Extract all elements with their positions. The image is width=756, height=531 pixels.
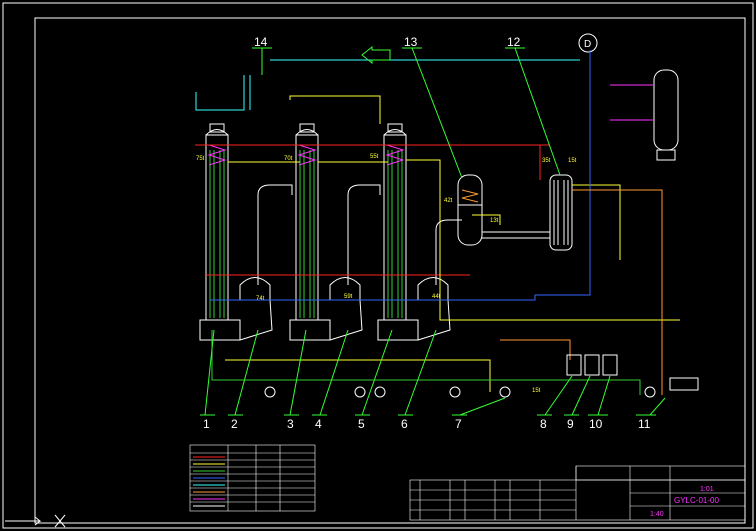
callout-10: 10 <box>589 417 603 431</box>
drawing-scale: 1:40 <box>650 511 664 518</box>
right-tank <box>653 69 679 161</box>
inner-frame <box>34 17 746 524</box>
callout-8: 8 <box>540 417 547 431</box>
temp-condenser-left: 35t <box>542 158 551 164</box>
vacuum-vessel <box>578 33 598 53</box>
temp-sep3: 44t <box>432 294 441 300</box>
orange-lines <box>500 189 663 395</box>
water-lines <box>211 330 641 395</box>
base-point-marker <box>5 514 66 528</box>
pumps <box>264 377 699 398</box>
temp-bottom-line: 15t <box>532 388 541 394</box>
callout-14: 14 <box>254 35 268 49</box>
drawing-number: GYLC-01-00 <box>674 496 719 505</box>
temp-evap3: 55t <box>370 154 379 160</box>
callout-11: 11 <box>638 417 651 431</box>
temp-evap1: 75t <box>196 156 205 162</box>
callout-numbers: 1 2 3 4 5 6 7 8 9 10 11 12 13 14 <box>203 35 651 431</box>
temp-preheater-out: 13t <box>490 218 499 224</box>
evaporator-1-tubes <box>209 150 225 318</box>
callout-13: 13 <box>404 35 418 49</box>
temp-sep2: 59t <box>344 294 353 300</box>
callout-5: 5 <box>358 417 365 431</box>
evaporator-1-coil <box>207 144 227 166</box>
callout-leaders <box>200 47 666 416</box>
separator-3 <box>417 219 462 341</box>
condenser <box>549 174 573 251</box>
callout-9: 9 <box>567 417 574 431</box>
vapor-lines <box>225 95 680 392</box>
callout-1: 1 <box>203 417 210 431</box>
callout-7: 7 <box>455 417 462 431</box>
preheater <box>457 174 550 246</box>
vacuum-lines <box>210 50 591 301</box>
evaporator-2-tubes <box>299 150 315 318</box>
temp-evap2: 70t <box>284 156 293 162</box>
drawing-mass: 1:01 <box>700 486 714 493</box>
callout-12: 12 <box>507 35 521 49</box>
temp-preheater: 42t <box>444 198 453 204</box>
preheater-coil <box>461 189 479 203</box>
separator-1 <box>239 184 293 341</box>
evaporator-1 <box>199 123 241 341</box>
vent-arrow <box>361 45 391 65</box>
vacuum-vessel-label: D <box>584 39 591 50</box>
title-block <box>409 465 746 521</box>
evaporator-3-tubes <box>387 150 403 318</box>
temp-sep1: 74t <box>256 296 265 302</box>
callout-3: 3 <box>287 417 294 431</box>
callout-4: 4 <box>315 417 322 431</box>
legend-table <box>189 444 316 512</box>
temp-condenser-right: 15t <box>568 158 577 164</box>
evaporator-2-coil <box>297 144 317 166</box>
separator-2 <box>329 184 381 341</box>
legend-swatches <box>193 456 225 507</box>
evaporator-3 <box>377 123 419 341</box>
cooling-lines <box>195 59 580 111</box>
evaporator-3-coil <box>385 144 405 166</box>
receivers <box>566 354 618 376</box>
temperature-labels: 75t 70t 55t 74t 59t 44t 42t 13t 35t 15t … <box>196 154 577 394</box>
steam-lines <box>195 144 550 276</box>
right-tank-piping <box>610 84 654 121</box>
callout-6: 6 <box>401 417 408 431</box>
callout-2: 2 <box>231 417 238 431</box>
evaporator-2 <box>289 123 331 341</box>
